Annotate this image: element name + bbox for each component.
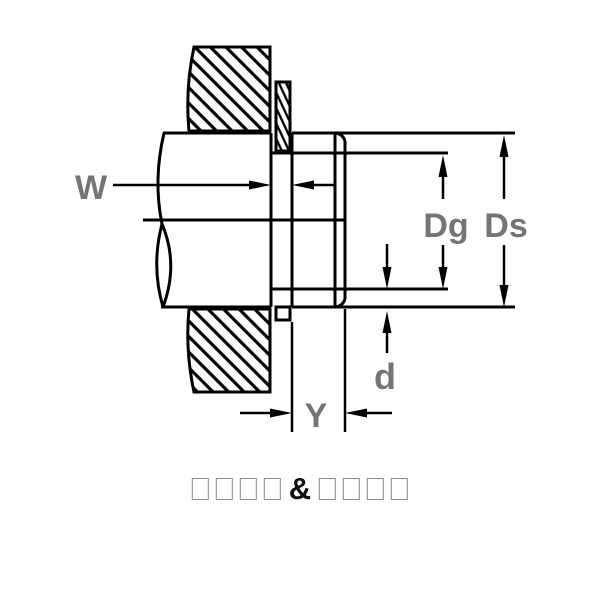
ring-lower-edge [274,305,292,322]
arrowhead-right-icon [270,408,292,418]
missing-glyph-box [215,478,233,500]
arrowhead-down-icon [438,267,448,289]
label-w: W [75,169,108,207]
missing-glyph-box [391,478,409,500]
label-ds: Ds [484,207,527,245]
label-dg: Dg [423,207,468,245]
dim-dg: Dg [423,155,469,289]
missing-glyph-box [263,478,281,500]
shaft-outline [155,131,515,309]
caption-separator: & [288,471,312,506]
retaining-ring-section [274,80,292,153]
arrowhead-down-icon [382,267,392,289]
missing-glyph-box [191,478,209,500]
dim-y: Y [240,309,392,435]
dim-ds: Ds [484,135,528,307]
hub-section-upper [186,45,272,133]
caption-text: & [191,471,409,506]
arrowhead-down-icon [499,285,509,307]
label-d: d [374,356,396,397]
arrowhead-up-icon [382,311,392,333]
missing-glyph-box [367,478,385,500]
missing-glyph-box [343,478,361,500]
arrowhead-right-icon [249,180,271,190]
dim-w: W [75,169,336,207]
arrowhead-left-icon [345,408,367,418]
missing-glyph-box [239,478,257,500]
label-y: Y [305,397,328,435]
arrowhead-left-icon [292,180,314,190]
hub-section-lower [186,307,272,394]
break-curve [156,132,166,225]
dim-d: d [374,244,396,397]
arrowhead-up-icon [499,135,509,157]
missing-glyph-box [319,478,337,500]
arrowhead-up-icon [438,155,448,177]
